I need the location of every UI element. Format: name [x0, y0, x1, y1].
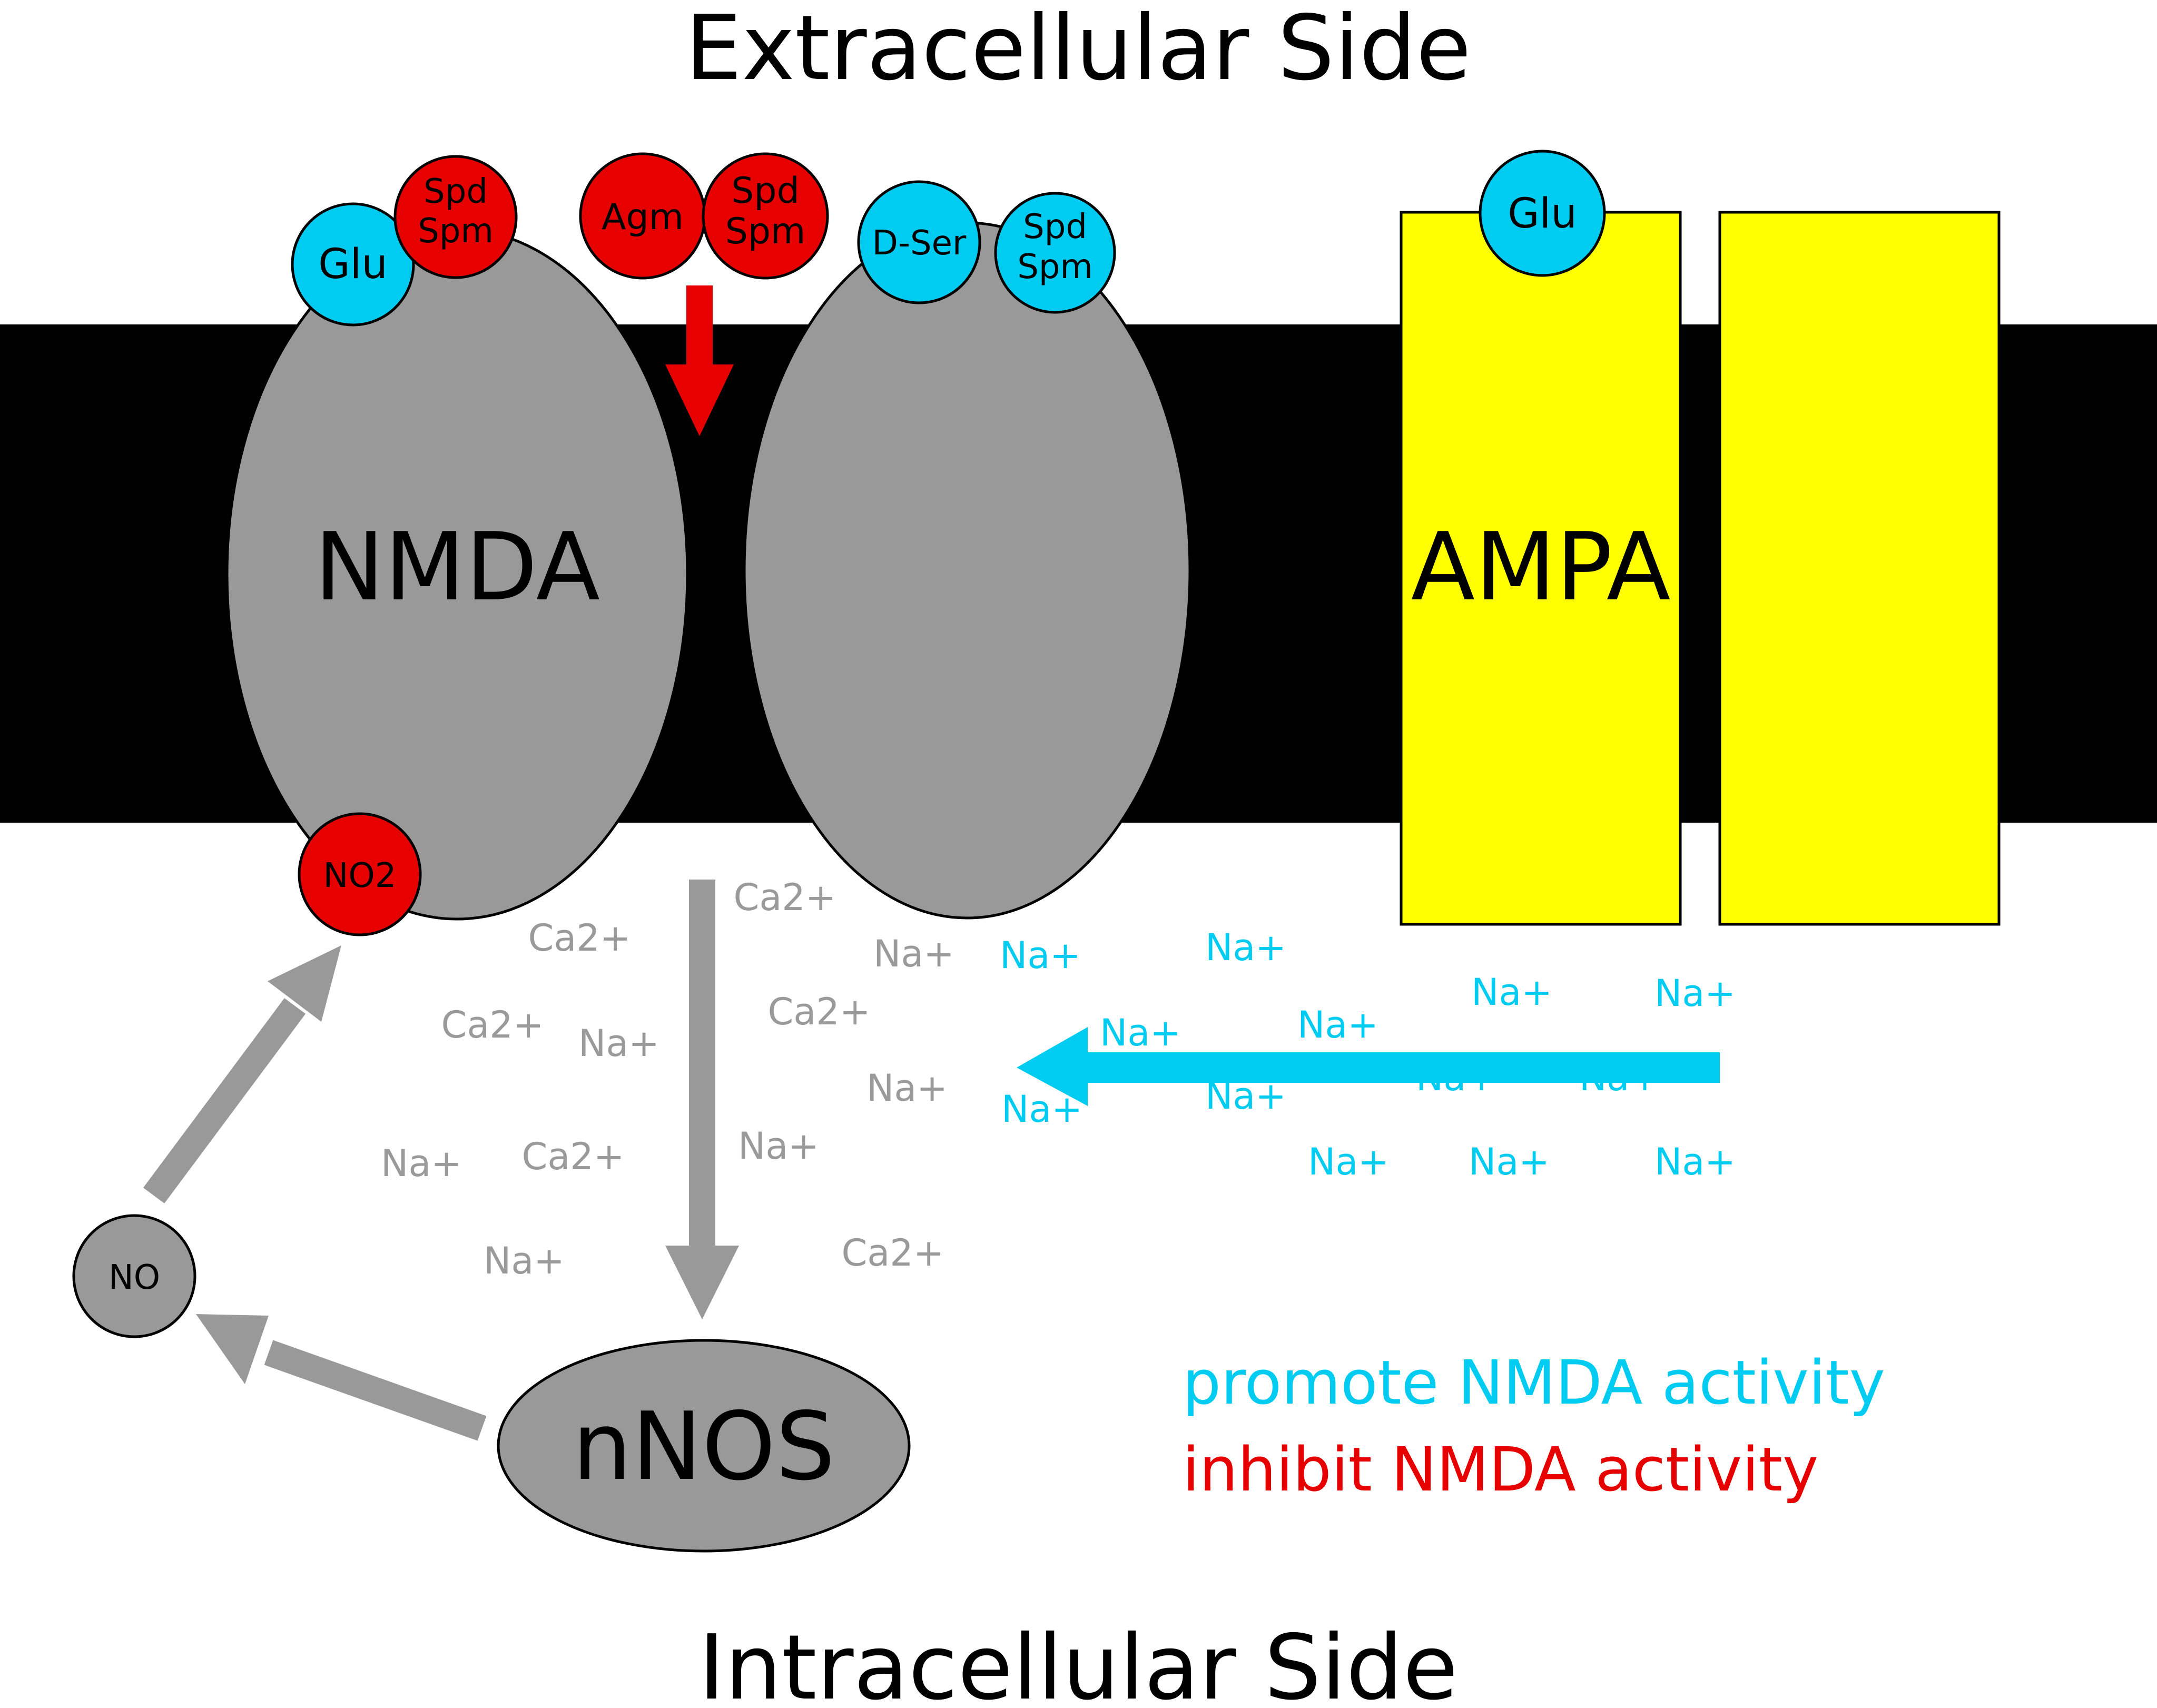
spd-spm-pore-ligand: Spd Spm — [702, 152, 829, 280]
ion-na-4: Na+ — [738, 1124, 819, 1168]
legend-inhibit: inhibit NMDA activity — [1183, 1435, 1818, 1505]
calcium-influx-arrow — [665, 880, 739, 1319]
svg-text:NO2: NO2 — [323, 856, 397, 895]
ion-na-3: Na+ — [866, 1067, 948, 1110]
svg-text:D-Ser: D-Ser — [872, 224, 967, 263]
pore-block-arrow — [665, 285, 734, 436]
nmda-right-subunit — [743, 221, 1191, 920]
ion-ca-1: Ca2+ — [734, 876, 836, 919]
gray-ions: Ca2+ Ca2+ Na+ Ca2+ Na+ Ca2+ Na+ Na+ Na+ … — [381, 876, 954, 1282]
svg-text:Glu: Glu — [318, 241, 388, 288]
svg-text:NO: NO — [109, 1258, 160, 1297]
ion-ca-4: Ca2+ — [768, 990, 871, 1033]
sodium-flow-arrow — [1017, 1027, 1720, 1106]
ion-na-2: Na+ — [578, 1022, 659, 1065]
ion-na-b12: Na+ — [1469, 1140, 1550, 1183]
ion-na-b2: Na+ — [1205, 926, 1286, 969]
glu-ampa-ligand: Glu — [1479, 150, 1606, 277]
nmda-label: NMDA — [314, 512, 600, 621]
intracellular-side-title: Intracellular Side — [698, 1616, 1458, 1708]
ion-na-5: Na+ — [381, 1142, 462, 1185]
ion-na-b4: Na+ — [1654, 972, 1736, 1015]
extracellular-side-title: Extracellular Side — [685, 0, 1471, 101]
svg-text:Glu: Glu — [1508, 190, 1577, 238]
no-molecule: NO — [72, 1214, 196, 1338]
legend: promote NMDA activity inhibit NMDA activ… — [1183, 1348, 1885, 1505]
ion-na-6: Na+ — [484, 1239, 565, 1282]
ampa-right-block — [1718, 211, 2001, 926]
ion-na-b1: Na+ — [1000, 934, 1081, 977]
ion-ca-6: Ca2+ — [842, 1231, 944, 1275]
ion-na-1: Na+ — [873, 932, 954, 975]
ampa-left-block — [1400, 211, 1682, 926]
ion-ca-3: Ca2+ — [441, 1003, 544, 1046]
spd-pore-text: Spd — [731, 170, 800, 212]
ion-na-b10: Na+ — [1205, 1074, 1286, 1118]
nnos-to-no-arrow — [196, 1314, 487, 1441]
ion-na-b5: Na+ — [1100, 1011, 1181, 1054]
ion-na-b6: Na+ — [1297, 1003, 1378, 1046]
glu-nmda-ligand: Glu — [291, 202, 415, 327]
agm-ligand: Agm — [579, 152, 706, 280]
ion-ca-5: Ca2+ — [522, 1135, 625, 1178]
ion-na-b3: Na+ — [1471, 971, 1552, 1014]
spd-spm-right-ligand: Spd Spm — [994, 192, 1116, 314]
spd-spm-left-ligand: Spd Spm — [393, 155, 518, 279]
ion-ca-2: Ca2+ — [528, 916, 631, 960]
spm-right-text: Spm — [1017, 248, 1093, 287]
spd-right-text: Spd — [1023, 208, 1087, 246]
ion-na-b8: Na+ — [1579, 1056, 1660, 1099]
svg-text:nNOS: nNOS — [572, 1392, 835, 1501]
legend-promote: promote NMDA activity — [1183, 1348, 1885, 1418]
ion-na-b11: Na+ — [1308, 1140, 1389, 1183]
no-to-no2-arrow — [143, 945, 341, 1203]
spm-left-text: Spm — [418, 212, 494, 251]
ion-na-b7: Na+ — [1416, 1056, 1497, 1099]
svg-text:Agm: Agm — [602, 196, 684, 238]
no2-site: NO2 — [298, 812, 422, 936]
ion-na-b9: Na+ — [1001, 1088, 1082, 1131]
spd-left-text: Spd — [423, 172, 488, 211]
d-ser-ligand: D-Ser — [857, 180, 981, 304]
blue-ions: Na+ Na+ Na+ Na+ Na+ Na+ Na+ Na+ Na+ Na+ … — [1000, 926, 1736, 1183]
nnos-enzyme: nNOS — [497, 1339, 911, 1553]
spm-pore-text: Spm — [725, 211, 806, 252]
ampa-label: AMPA — [1411, 512, 1670, 621]
ion-na-b13: Na+ — [1654, 1140, 1736, 1183]
